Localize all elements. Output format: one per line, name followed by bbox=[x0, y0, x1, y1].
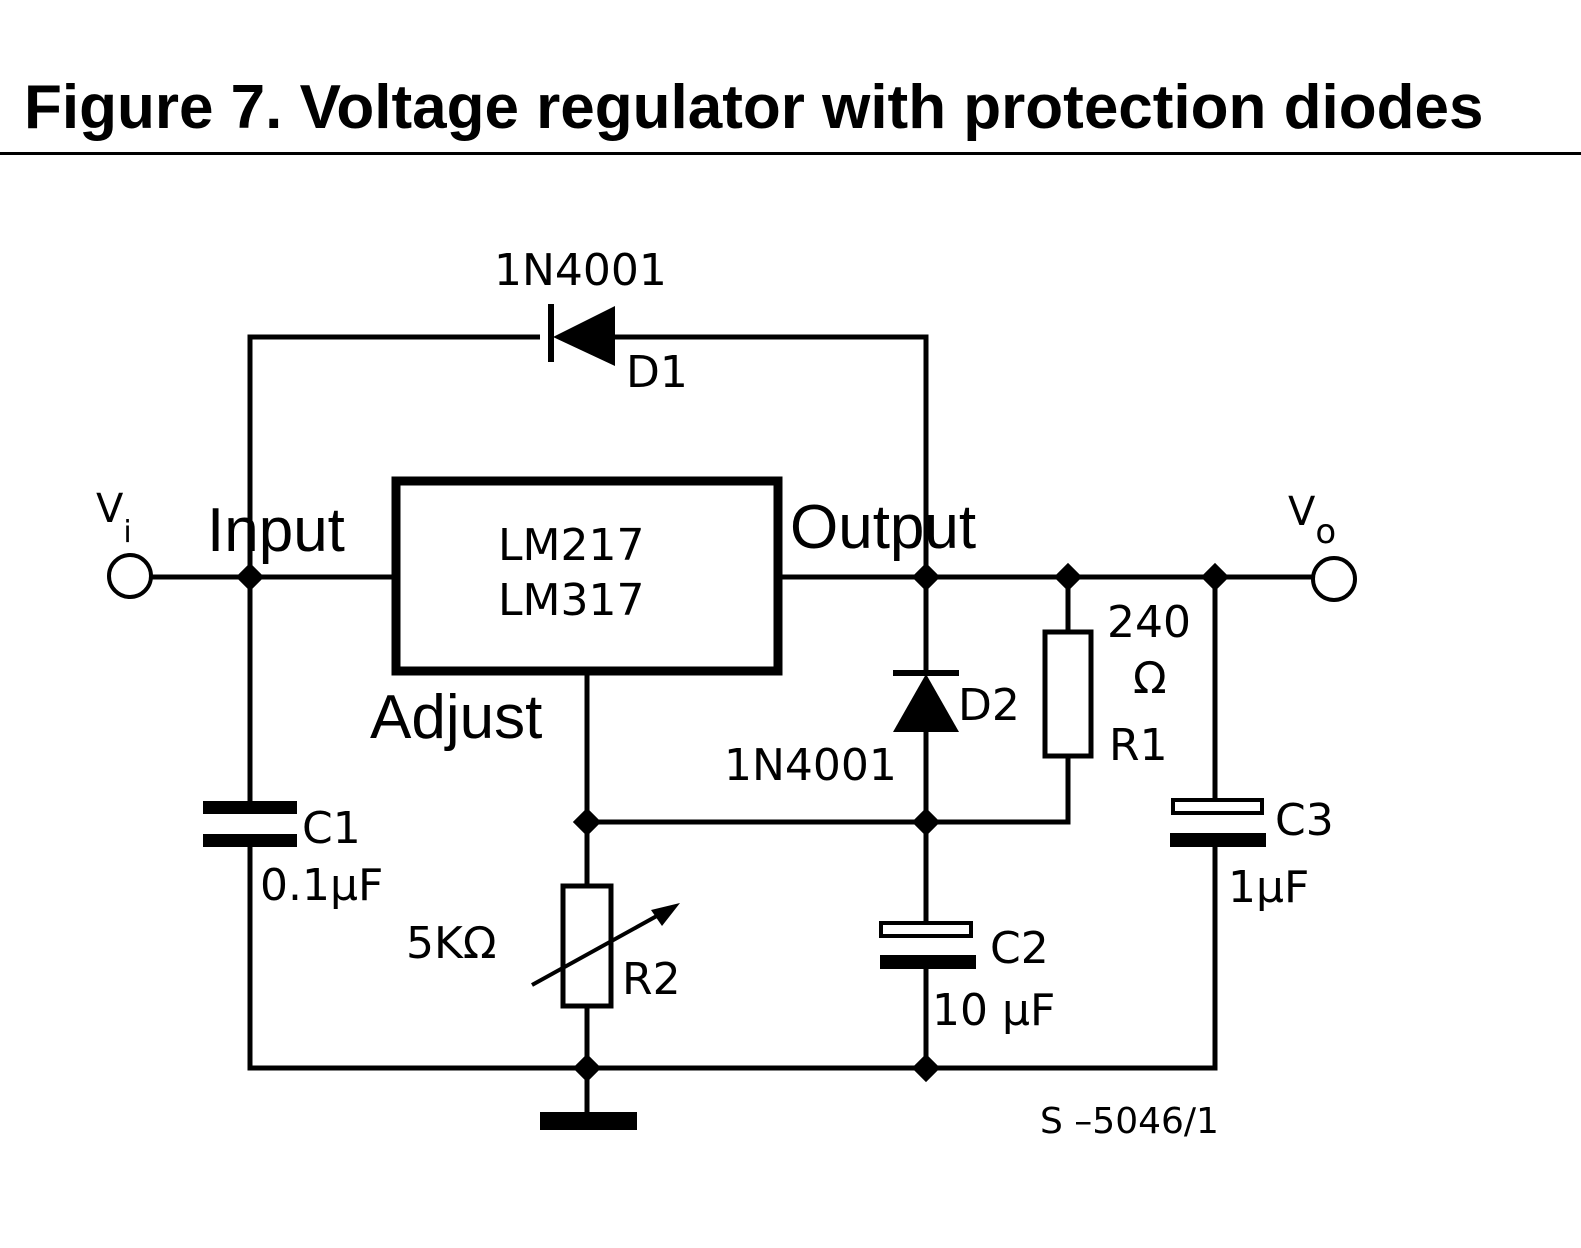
d1-part-label: 1N4001 bbox=[494, 245, 667, 296]
resistor-r1 bbox=[1042, 629, 1094, 759]
junction-dot bbox=[572, 807, 602, 837]
capacitor-c3 bbox=[1170, 798, 1266, 847]
c1-value-label: 0.1µF bbox=[260, 860, 383, 911]
junctions bbox=[235, 562, 1230, 1083]
d2-part-label: 1N4001 bbox=[724, 740, 897, 791]
pin-label-output: Output bbox=[790, 493, 976, 562]
r1-ref-label: R1 bbox=[1109, 720, 1168, 771]
pin-label-input: Input bbox=[207, 496, 345, 565]
c2-ref-label: C2 bbox=[990, 923, 1049, 974]
r1-value-label: 240 bbox=[1107, 597, 1191, 648]
drawing-code-label: S –5046/1 bbox=[1040, 1101, 1219, 1142]
d1-ref-label: D1 bbox=[626, 347, 688, 398]
c3-ref-label: C3 bbox=[1275, 795, 1334, 846]
potentiometer-r2 bbox=[531, 883, 680, 1009]
c2-value-label: 10 µF bbox=[932, 985, 1055, 1036]
vi-label: Vi bbox=[96, 486, 132, 550]
junction-dot bbox=[911, 562, 941, 592]
junction-dot bbox=[911, 807, 941, 837]
c3-value-label: 1µF bbox=[1228, 862, 1309, 913]
junction-dot bbox=[911, 1053, 941, 1083]
d2-ref-label: D2 bbox=[958, 680, 1020, 731]
junction-dot bbox=[1200, 562, 1230, 592]
title-rule bbox=[0, 152, 1581, 155]
r2-ref-label: R2 bbox=[622, 954, 681, 1005]
vi-terminal bbox=[107, 553, 153, 599]
capacitor-c1 bbox=[203, 801, 297, 847]
ground-symbol bbox=[540, 1112, 637, 1130]
diode-d2 bbox=[893, 670, 959, 732]
pin-label-adjust: Adjust bbox=[370, 683, 542, 752]
ic-label-line2: LM317 bbox=[498, 575, 644, 626]
vo-label: Vo bbox=[1288, 489, 1336, 552]
capacitor-c2 bbox=[879, 921, 976, 969]
vo-terminal bbox=[1311, 556, 1357, 602]
regulator-ic bbox=[391, 476, 783, 676]
figure-title: Figure 7. Voltage regulator with protect… bbox=[24, 73, 1484, 142]
junction-dot bbox=[1053, 562, 1083, 592]
junction-dot bbox=[235, 562, 265, 592]
r2-value-label: 5KΩ bbox=[406, 918, 496, 969]
c1-ref-label: C1 bbox=[302, 803, 361, 854]
ic-label-line1: LM217 bbox=[498, 520, 644, 571]
junction-dot bbox=[572, 1053, 602, 1083]
r1-unit-label: Ω bbox=[1133, 653, 1167, 704]
diode-d1 bbox=[540, 304, 615, 366]
